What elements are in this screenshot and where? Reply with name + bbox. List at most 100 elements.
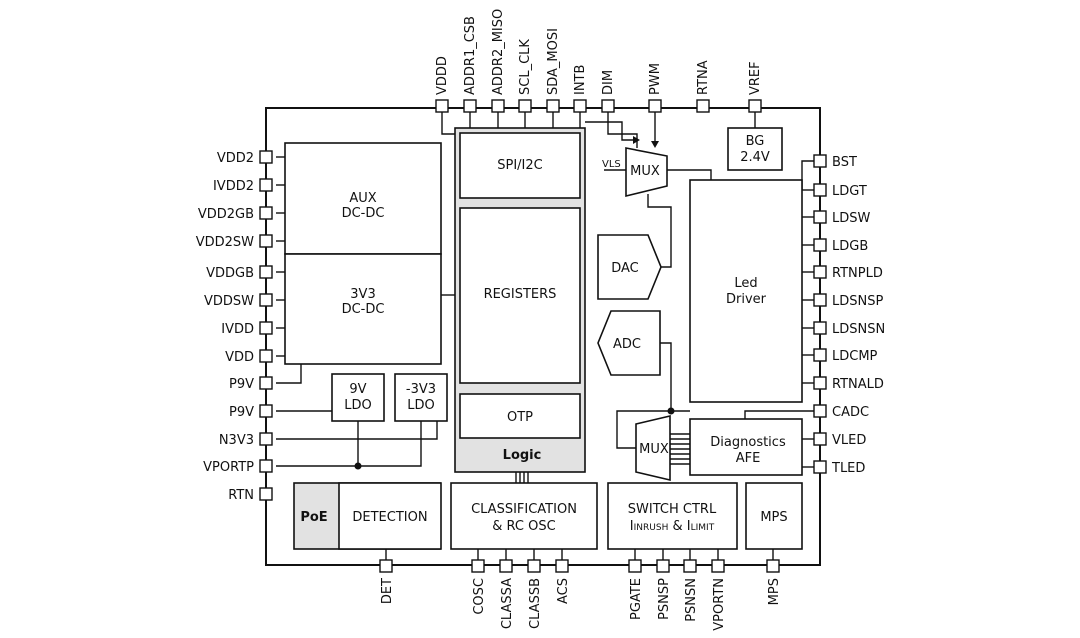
- pin-tled: [813, 460, 827, 474]
- pin-label-vdd2sw: VDD2SW: [196, 235, 254, 250]
- pin-sda-mosi: [546, 99, 560, 113]
- dcdc-3v3-label-2: DC-DC: [342, 302, 385, 317]
- ldo-9v-label-2: LDO: [344, 398, 372, 413]
- bg-label-1: BG: [746, 134, 765, 149]
- pin-p9v-1: [259, 376, 273, 390]
- pin-label-tled: TLED: [831, 461, 865, 476]
- mux-top-block: [625, 147, 668, 198]
- pin-label-classa: CLASSA: [500, 578, 515, 629]
- mps-block: [745, 482, 803, 550]
- registers-block: [459, 207, 581, 384]
- pin-label-vdd: VDD: [225, 350, 254, 365]
- pin-rtn: [259, 487, 273, 501]
- pin-label-p9v-1: P9V: [229, 377, 254, 392]
- pin-vdd2: [259, 150, 273, 164]
- pin-label-sda-mosi: SDA_MOSI: [546, 28, 561, 95]
- logic-label: Logic: [503, 448, 542, 463]
- pin-label-ldsw: LDSW: [832, 211, 871, 226]
- pin-label-vddd: VDDD: [435, 56, 450, 95]
- pin-label-ldsnsp: LDSNSP: [832, 294, 883, 309]
- poe-label: PoE: [300, 510, 327, 525]
- aux-dcdc-block: [284, 142, 442, 255]
- pin-pgate: [628, 559, 642, 573]
- vls-label: VLS: [602, 159, 621, 170]
- mux-bottom-block: [635, 414, 671, 482]
- ldo-n3v3-label-2: LDO: [407, 398, 435, 413]
- pin-scl-clk: [518, 99, 532, 113]
- bg-label-2: 2.4V: [740, 150, 770, 165]
- pin-label-n3v3: N3V3: [219, 433, 254, 448]
- classification-label-2: & RC OSC: [492, 519, 555, 534]
- ldo-n3v3-label-1: -3V3: [406, 382, 436, 397]
- pin-cosc: [471, 559, 485, 573]
- pin-label-ldgb: LDGB: [832, 239, 868, 254]
- pin-label-p9v-2: P9V: [229, 405, 254, 420]
- junction-dot: [667, 407, 675, 415]
- dcdc-3v3-label-1: 3V3: [350, 287, 375, 302]
- otp-block: [459, 393, 581, 439]
- mux-bottom-label: MUX: [639, 442, 669, 457]
- pins-right: BST LDGT LDSW LDGB RTNPLD LDSNSP LDSNSN …: [813, 154, 885, 476]
- pin-classa: [499, 559, 513, 573]
- pin-det: [379, 559, 393, 573]
- pin-intb: [573, 99, 587, 113]
- spi-i2c-block: [459, 132, 581, 199]
- pins-bottom: DET COSC CLASSA CLASSB ACS PGATE PSNSP P…: [379, 559, 782, 631]
- pin-ivdd: [259, 321, 273, 335]
- pin-label-vddgb: VDDGB: [206, 266, 254, 281]
- pin-rtnpld: [813, 265, 827, 279]
- dac-label: DAC: [611, 261, 639, 276]
- pin-rtnald: [813, 376, 827, 390]
- pin-vddd: [435, 99, 449, 113]
- pin-n3v3: [259, 432, 273, 446]
- pin-vdd: [259, 349, 273, 363]
- pin-label-vref: VREF: [748, 61, 763, 95]
- switch-ctrl-block: [607, 482, 738, 550]
- pin-label-psnsp: PSNSP: [657, 578, 672, 620]
- pin-label-addr2-miso: ADDR2_MISO: [491, 9, 506, 95]
- led-driver-block: [689, 179, 803, 403]
- pin-ldsnsn: [813, 321, 827, 335]
- registers-label: REGISTERS: [484, 287, 557, 302]
- switch-ctrl-label-1: SWITCH CTRL: [628, 502, 717, 517]
- junction-dot: [354, 462, 362, 470]
- wires: [276, 111, 818, 561]
- aux-dcdc-label-1: AUX: [349, 191, 376, 206]
- detection-block: [338, 482, 442, 550]
- mps-label: MPS: [760, 510, 787, 525]
- pin-label-cadc: CADC: [832, 405, 869, 420]
- pin-label-rtn: RTN: [228, 488, 254, 503]
- pin-label-rtnpld: RTNPLD: [832, 266, 883, 281]
- pin-ldsnsp: [813, 293, 827, 307]
- pin-p9v-2: [259, 404, 273, 418]
- pin-cadc: [813, 404, 827, 418]
- diagnostics-label-1: Diagnostics: [710, 435, 786, 450]
- pin-vddgb: [259, 265, 273, 279]
- pin-label-vled: VLED: [832, 433, 866, 448]
- pin-pwm: [648, 99, 662, 113]
- led-driver-label-2: Driver: [726, 292, 767, 307]
- pin-label-classb: CLASSB: [528, 578, 543, 629]
- pin-ldgb: [813, 238, 827, 252]
- pin-label-dim: DIM: [601, 70, 616, 95]
- pin-vref: [748, 99, 762, 113]
- pin-label-mps: MPS: [767, 578, 782, 605]
- detection-label: DETECTION: [352, 510, 427, 525]
- pin-label-addr1-csb: ADDR1_CSB: [463, 16, 478, 95]
- pin-label-vddsw: VDDSW: [204, 294, 254, 309]
- pin-label-ivdd: IVDD: [221, 322, 254, 337]
- pin-label-vdd2gb: VDD2GB: [198, 207, 254, 222]
- pins-top: VDDD ADDR1_CSB ADDR2_MISO SCL_CLK SDA_MO…: [435, 9, 763, 113]
- pin-label-vportn: VPORTN: [712, 578, 727, 631]
- pin-label-vdd2: VDD2: [217, 151, 254, 166]
- adc-block: [597, 310, 661, 376]
- pin-vdd2gb: [259, 206, 273, 220]
- classification-label-1: CLASSIFICATION: [471, 502, 577, 517]
- mux-top-label: MUX: [630, 164, 660, 179]
- pin-label-rtnald: RTNALD: [832, 377, 884, 392]
- dac-block: [597, 234, 662, 300]
- pin-addr1-csb: [463, 99, 477, 113]
- pin-label-cosc: COSC: [472, 578, 487, 615]
- pin-label-ivdd2: IVDD2: [213, 179, 254, 194]
